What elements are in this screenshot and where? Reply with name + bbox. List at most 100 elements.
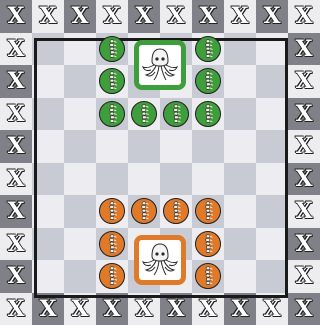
board-square[interactable] — [224, 33, 256, 66]
board-square[interactable] — [64, 130, 96, 163]
board-square[interactable] — [64, 228, 96, 261]
board-square[interactable] — [128, 130, 160, 163]
board-square[interactable] — [160, 163, 192, 196]
border-cell: X — [288, 195, 320, 228]
board-square[interactable] — [192, 130, 224, 163]
board-square[interactable] — [224, 130, 256, 163]
board-square[interactable] — [256, 130, 288, 163]
board-square[interactable] — [224, 260, 256, 293]
board-square[interactable] — [32, 163, 64, 196]
border-x-mark: X — [7, 135, 24, 157]
border-x-mark: X — [7, 5, 24, 27]
board-square[interactable] — [256, 33, 288, 66]
green-pawn-piece[interactable] — [195, 101, 221, 127]
board-square[interactable] — [128, 163, 160, 196]
board-square[interactable] — [224, 163, 256, 196]
orange-king-piece[interactable] — [134, 235, 186, 285]
board-square[interactable] — [224, 98, 256, 131]
border-x-mark: X — [263, 298, 280, 320]
board-square[interactable] — [32, 260, 64, 293]
green-pawn-piece[interactable] — [163, 101, 189, 127]
border-x-mark: X — [71, 298, 88, 320]
vertebra-icon — [164, 199, 188, 223]
border-cell: X — [288, 163, 320, 196]
border-cell: X — [224, 293, 256, 325]
border-cell: X — [0, 65, 32, 98]
vertebra-icon — [132, 199, 156, 223]
border-x-mark: X — [7, 298, 24, 320]
border-cell: X — [0, 163, 32, 196]
board-square[interactable] — [96, 163, 128, 196]
border-x-mark: X — [295, 70, 312, 92]
border-cell: X — [288, 0, 320, 33]
octopus-icon — [139, 45, 181, 85]
border-cell: X — [0, 0, 32, 33]
board-square[interactable] — [224, 65, 256, 98]
board-square[interactable] — [64, 65, 96, 98]
board-square[interactable] — [64, 33, 96, 66]
border-x-mark: X — [7, 200, 24, 222]
border-x-mark: X — [199, 298, 216, 320]
border-cell: X — [160, 0, 192, 33]
border-cell: X — [128, 0, 160, 33]
vertebra-icon — [196, 264, 220, 288]
vertebra-icon — [164, 102, 188, 126]
green-pawn-piece[interactable] — [99, 101, 125, 127]
green-pawn-piece[interactable] — [195, 36, 221, 62]
orange-pawn-piece[interactable] — [99, 231, 125, 257]
board-square[interactable] — [64, 260, 96, 293]
border-x-mark: X — [199, 5, 216, 27]
vertebra-icon — [196, 69, 220, 93]
border-cell: X — [32, 293, 64, 325]
board-square[interactable] — [64, 98, 96, 131]
border-cell: X — [96, 293, 128, 325]
vertebra-icon — [100, 37, 124, 61]
border-cell: X — [192, 0, 224, 33]
border-cell: X — [64, 293, 96, 325]
border-cell: X — [256, 0, 288, 33]
green-pawn-piece[interactable] — [99, 36, 125, 62]
board-square[interactable] — [32, 228, 64, 261]
board-square[interactable] — [64, 195, 96, 228]
board-square[interactable] — [256, 163, 288, 196]
border-cell: X — [288, 228, 320, 261]
border-cell: X — [128, 293, 160, 325]
board-square[interactable] — [192, 163, 224, 196]
vertebra-icon — [100, 199, 124, 223]
border-x-mark: X — [71, 5, 88, 27]
border-cell: X — [0, 260, 32, 293]
board-square[interactable] — [224, 195, 256, 228]
orange-pawn-piece[interactable] — [195, 231, 221, 257]
border-x-mark: X — [295, 265, 312, 287]
border-x-mark: X — [7, 233, 24, 255]
board-square[interactable] — [64, 163, 96, 196]
border-x-mark: X — [295, 168, 312, 190]
board-square[interactable] — [224, 228, 256, 261]
border-cell: X — [0, 98, 32, 131]
board-square[interactable] — [256, 195, 288, 228]
board-square[interactable] — [256, 228, 288, 261]
board-square[interactable] — [160, 130, 192, 163]
border-x-mark: X — [295, 5, 312, 27]
green-pawn-piece[interactable] — [131, 101, 157, 127]
vertebra-icon — [196, 232, 220, 256]
board-square[interactable] — [256, 65, 288, 98]
board-square[interactable] — [32, 195, 64, 228]
octopus-icon — [139, 240, 181, 280]
border-cell: X — [288, 130, 320, 163]
vertebra-icon — [100, 102, 124, 126]
border-cell: X — [32, 0, 64, 33]
board-square[interactable] — [32, 65, 64, 98]
border-cell: X — [288, 260, 320, 293]
border-cell: X — [224, 0, 256, 33]
board-square[interactable] — [256, 98, 288, 131]
board-square[interactable] — [32, 98, 64, 131]
green-king-piece[interactable] — [134, 40, 186, 90]
border-cell: X — [0, 195, 32, 228]
border-x-mark: X — [135, 298, 152, 320]
board-square[interactable] — [96, 130, 128, 163]
board-square[interactable] — [32, 33, 64, 66]
border-x-mark: X — [39, 5, 56, 27]
board-square[interactable] — [256, 260, 288, 293]
board-square[interactable] — [32, 130, 64, 163]
